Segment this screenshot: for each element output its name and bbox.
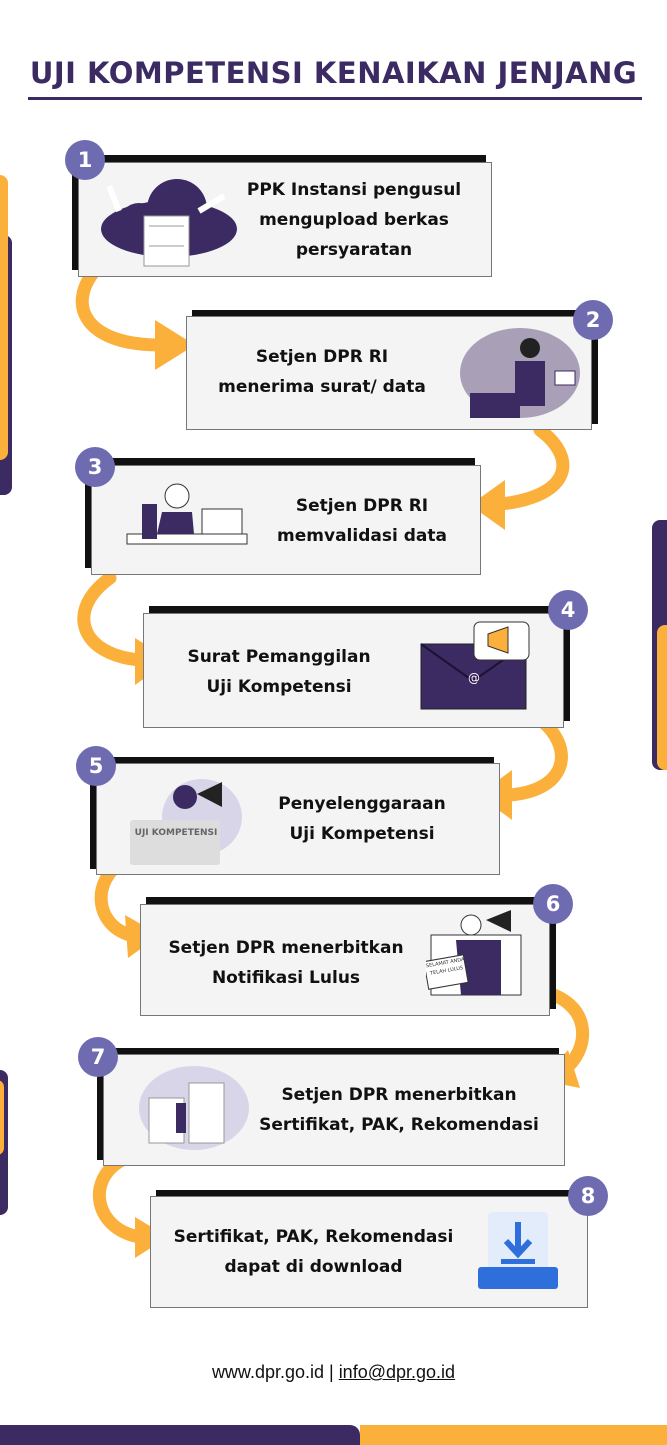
cloud-upload-icon xyxy=(101,179,237,267)
step-text: Sertifikat, PAK, Rekomendasi xyxy=(173,1227,454,1247)
graduation-notification-icon xyxy=(426,910,522,996)
step-2-card: Setjen DPR RI menerima surat/ data xyxy=(186,316,592,430)
step-text: dapat di download xyxy=(224,1257,403,1277)
illustration-caption: UJI KOMPETENSI xyxy=(134,828,218,838)
svg-text:@: @ xyxy=(468,671,480,685)
step-text: Penyelenggaraan xyxy=(278,794,446,814)
certificate-documents-icon xyxy=(139,1066,249,1150)
email-link[interactable]: info@dpr.go.id xyxy=(338,1362,456,1382)
step-text: PPK Instansi pengusul xyxy=(246,180,462,200)
side-decoration xyxy=(0,1080,4,1155)
step-text: memvalidasi data xyxy=(277,526,447,546)
step-3-card: Setjen DPR RI memvalidasi data xyxy=(91,465,481,575)
step-text: Uji Kompetensi xyxy=(289,824,435,844)
website-link[interactable]: www.dpr.go.id xyxy=(211,1362,324,1382)
step-2-badge: 2 xyxy=(573,300,613,340)
step-7-card: Setjen DPR menerbitkan Sertifikat, PAK, … xyxy=(103,1054,565,1166)
footer-bar-orange xyxy=(360,1425,667,1445)
step-text: Setjen DPR RI xyxy=(255,347,389,367)
megaphone-person-icon xyxy=(130,779,242,865)
footer-contact: www.dpr.go.id | info@dpr.go.id xyxy=(0,1362,667,1383)
step-text: mengupload berkas xyxy=(259,210,449,230)
step-text: Setjen DPR RI xyxy=(295,496,429,516)
step-text: persyaratan xyxy=(295,240,413,260)
person-at-desk-icon xyxy=(126,483,248,545)
step-text: Uji Kompetensi xyxy=(206,677,352,697)
download-icon xyxy=(478,1212,558,1289)
step-text: Sertifikat, PAK, Rekomendasi xyxy=(259,1115,539,1135)
arrow-2-3 xyxy=(483,423,570,512)
side-decoration xyxy=(0,1070,8,1215)
step-text: Surat Pemanggilan xyxy=(187,647,371,667)
arrow-4-5 xyxy=(503,711,568,802)
office-worker-icon xyxy=(460,328,580,418)
step-6-card: Setjen DPR menerbitkan Notifikasi Lulus … xyxy=(140,904,550,1016)
side-decoration xyxy=(0,175,8,460)
step-5-badge: 5 xyxy=(76,746,116,786)
footer-bar-purple xyxy=(0,1425,360,1445)
step-1-card: PPK Instansi pengusul mengupload berkas … xyxy=(78,162,492,277)
step-7-badge: 7 xyxy=(78,1037,118,1077)
side-decoration xyxy=(657,625,667,770)
arrow-7-8 xyxy=(92,1153,147,1244)
step-text: menerima surat/ data xyxy=(218,377,426,397)
title-underline xyxy=(28,97,642,100)
step-4-badge: 4 xyxy=(548,590,588,630)
step-6-badge: 6 xyxy=(533,884,573,924)
step-text: Setjen DPR menerbitkan xyxy=(168,938,404,958)
step-3-badge: 3 xyxy=(75,447,115,487)
step-4-card: Surat Pemanggilan Uji Kompetensi @ xyxy=(143,613,564,728)
step-text: Notifikasi Lulus xyxy=(211,968,361,988)
step-8-card: Sertifikat, PAK, Rekomendasi dapat di do… xyxy=(150,1196,588,1308)
email-megaphone-icon: @ xyxy=(420,621,530,710)
step-text: Setjen DPR menerbitkan xyxy=(281,1085,517,1105)
page-title: UJI KOMPETENSI KENAIKAN JENJANG xyxy=(29,56,638,90)
step-8-badge: 8 xyxy=(568,1176,608,1216)
arrow-3-4 xyxy=(77,571,147,667)
arrow-1-2 xyxy=(75,258,167,352)
step-1-badge: 1 xyxy=(65,140,105,180)
separator: | xyxy=(324,1362,339,1382)
step-5-card: UJI KOMPETENSI Penyelenggaraan Uji Kompe… xyxy=(96,763,500,875)
